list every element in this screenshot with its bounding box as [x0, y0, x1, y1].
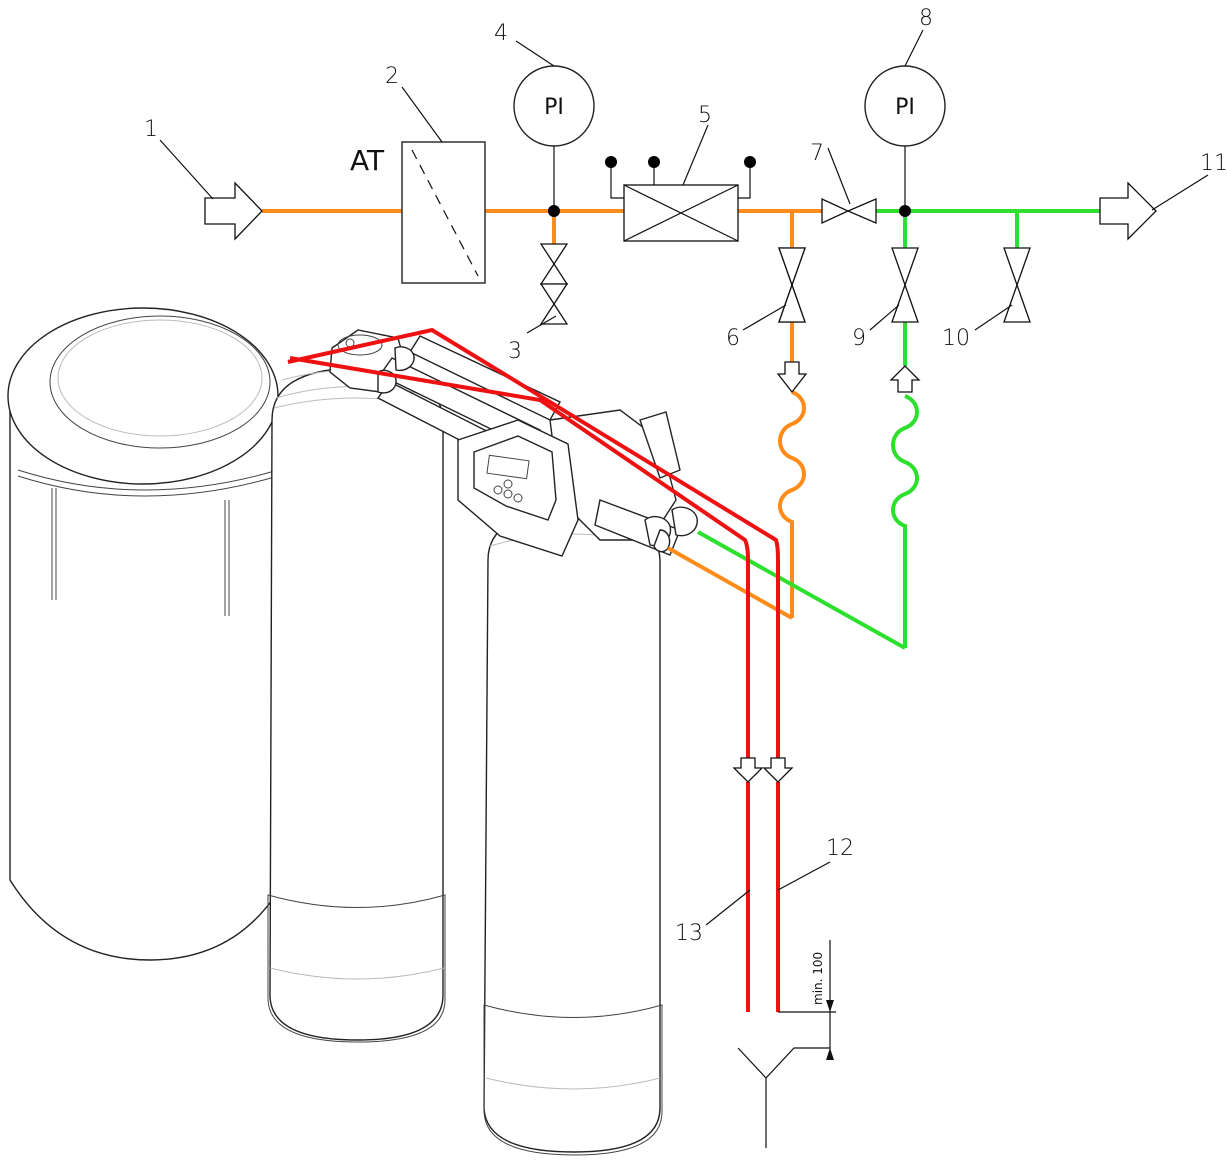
flow-arrow-down-drain-13 — [732, 757, 764, 783]
junction-dot — [548, 205, 560, 217]
valve6-upper — [778, 247, 806, 287]
callout-5: 5 — [698, 103, 712, 128]
valve6-lower — [778, 283, 806, 323]
junction-dot-2 — [899, 205, 911, 217]
control-valve — [457, 409, 698, 557]
flow-arrow-down-drain-12 — [762, 757, 794, 783]
outlet-arrow-icon — [1099, 181, 1157, 241]
valve9-lower — [891, 283, 919, 323]
callout-1: 1 — [144, 117, 158, 142]
resin-tank-back — [267, 367, 446, 1043]
gauge-outlet-text: PI — [895, 95, 915, 120]
drain-lines — [287, 327, 780, 1012]
shutoff-valve-left — [821, 197, 850, 225]
valve10-upper — [1003, 247, 1031, 287]
leader-lines — [159, 29, 1209, 926]
filter-symbol: AT — [350, 141, 486, 284]
callout-7: 7 — [810, 141, 824, 166]
sample-valve-raw-icon — [539, 243, 569, 285]
callout-8: 8 — [919, 6, 933, 31]
valve10-lower — [1003, 283, 1031, 323]
dimension-text: min. 100 — [811, 952, 825, 1005]
flow-arrow-up-green — [889, 365, 921, 393]
filter-tag: AT — [350, 144, 385, 177]
callout-3: 3 — [508, 339, 522, 364]
callout-6: 6 — [726, 326, 740, 351]
water-meter-symbol — [605, 156, 756, 242]
valve9-upper — [891, 247, 919, 287]
gauge-inlet-text: PI — [544, 95, 564, 120]
brine-tank — [7, 307, 286, 961]
drain-funnel — [737, 1047, 830, 1148]
callout-11: 11 — [1200, 151, 1227, 176]
sample-valve-raw-lower — [539, 283, 569, 325]
callout-numbers: 1 2 3 4 5 6 7 8 9 10 11 12 13 — [144, 6, 1227, 946]
callout-13: 13 — [675, 921, 703, 946]
shutoff-valve-right — [846, 198, 877, 224]
resin-tank-front — [483, 509, 663, 1156]
pressure-gauge-outlet: PI — [864, 65, 946, 217]
dimension-min-100: min. 100 — [778, 940, 836, 1060]
callout-10: 10 — [942, 326, 970, 351]
callout-2: 2 — [385, 64, 399, 89]
callout-4: 4 — [494, 21, 508, 46]
callout-9: 9 — [852, 326, 866, 351]
inlet-arrow-icon — [204, 181, 263, 241]
callout-12: 12 — [826, 836, 854, 861]
pressure-gauge-inlet: PI — [513, 65, 595, 217]
flow-arrow-down-orange — [776, 361, 808, 394]
soft-water-line — [697, 209, 1100, 650]
